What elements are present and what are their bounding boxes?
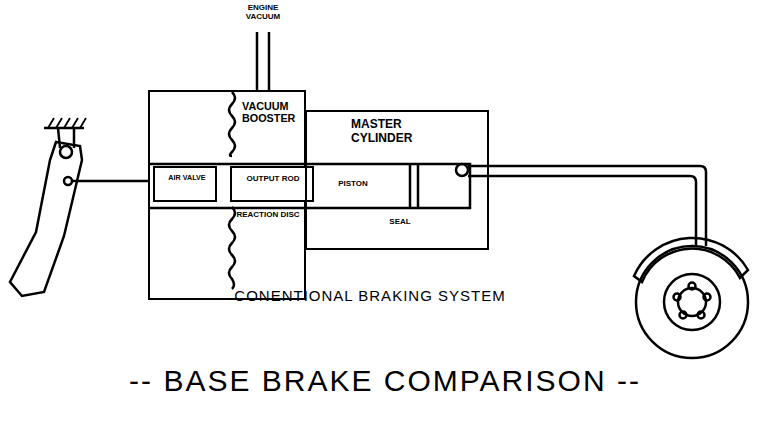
ceiling-hatch [48, 118, 86, 128]
master-cylinder-housing: MASTER CYLINDER [305, 110, 489, 250]
output-rod-box: OUTPUT ROD [230, 166, 314, 202]
booster-housing: VACUUM BOOSTERAIR VALVEOUTPUT ROD [148, 90, 306, 300]
seal-label: SEAL [384, 218, 416, 227]
reaction-disc-label: REACTION DISC [236, 211, 300, 220]
cylinder-bore [148, 164, 470, 208]
engine-vacuum-label: ENGINE VACUUM [236, 4, 290, 22]
box-label: OUTPUT ROD [236, 174, 310, 183]
piston-seal [410, 164, 418, 208]
air-valve-box: AIR VALVE [153, 166, 217, 202]
push-rod [72, 180, 150, 183]
brake-line [468, 166, 706, 246]
pedal-pivot [60, 146, 72, 158]
outlet-port [456, 164, 468, 176]
title: -- BASE BRAKE COMPARISON -- [40, 364, 730, 397]
box-label: MASTER CYLINDER [351, 118, 447, 146]
pushrod-pin [64, 177, 72, 185]
caption: CONENTIONAL BRAKING SYSTEM [150, 288, 590, 305]
brake-disc [634, 238, 748, 358]
piston-label: PISTON [328, 180, 378, 189]
vacuum-pipe [257, 32, 269, 90]
brake-caliper [634, 238, 748, 282]
box-label: AIR VALVE [159, 174, 215, 182]
box-label: VACUUM BOOSTER [242, 100, 304, 125]
brake-pedal [10, 142, 82, 296]
